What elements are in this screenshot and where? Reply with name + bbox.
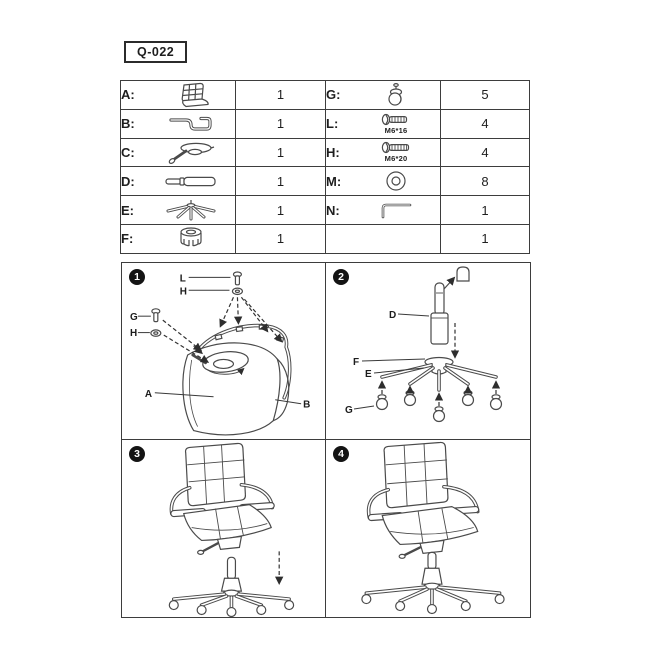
qty-m: 8 [440, 166, 530, 197]
allen-key-icon [352, 200, 440, 220]
armrest-tube-icon [147, 112, 235, 136]
qty-c: 1 [235, 137, 326, 168]
qty-empty: 1 [440, 223, 530, 254]
cylinder-cover-icon [147, 226, 235, 251]
qty-a: 1 [235, 80, 326, 110]
five-star-base-icon [147, 198, 235, 222]
part-cell-n: N: [325, 195, 441, 225]
step1-label-h-top: H [180, 286, 187, 297]
caster-group [361, 594, 505, 615]
model-number: Q-022 [137, 45, 175, 59]
table-row: C: 1 H: [120, 137, 530, 168]
screw-m6x16-icon: M6*16 [352, 113, 440, 135]
qty-l: 4 [440, 108, 530, 139]
part-cell-empty [325, 223, 441, 254]
step2-label-d: D [389, 310, 396, 321]
part-label-n: N: [326, 202, 340, 218]
caster-group [168, 599, 295, 617]
part-cell-a: A: [120, 80, 236, 110]
step-3-diagram [168, 442, 295, 617]
step-1-diagram: L H G H A B [130, 271, 310, 436]
step2-label-f: F [353, 357, 359, 368]
part-cell-f: F: [120, 223, 236, 254]
part-label-g: G: [326, 87, 341, 103]
step1-label-b: B [303, 400, 310, 411]
washer-icon [352, 169, 440, 193]
step-1-badge: 1 [129, 269, 145, 285]
part-cell-m: M: [325, 166, 441, 197]
step1-label-l: L [180, 273, 186, 284]
qty-h: 4 [440, 137, 530, 168]
part-label-b: B: [121, 116, 135, 132]
part-cell-l: L: M6*16 [325, 108, 441, 139]
table-row: A: 1 G: [120, 80, 530, 110]
table-row: B: 1 L: M6*16 [120, 108, 530, 139]
step1-label-h-left: H [130, 328, 137, 339]
screw-size-label: M6*16 [384, 125, 408, 135]
step-1-panel: 1 [122, 263, 326, 440]
table-row: F: 1 1 [120, 223, 530, 254]
caster-icon [352, 82, 440, 107]
step-4-badge: 4 [333, 446, 349, 462]
step-2-badge: 2 [333, 269, 349, 285]
part-label-h: H: [326, 144, 340, 160]
step2-label-e: E [365, 369, 372, 380]
part-label-c: C: [121, 144, 135, 160]
step-3-badge: 3 [129, 446, 145, 462]
assembly-steps-grid: 1 [121, 262, 531, 618]
part-label-d: D: [121, 173, 135, 189]
step-2-panel: 2 D [326, 263, 530, 440]
step-2-diagram: D F E [345, 266, 503, 423]
part-label-e: E: [121, 202, 134, 218]
step2-label-g: G [345, 405, 353, 416]
model-number-box: Q-022 [124, 41, 188, 63]
step-4-panel: 4 [326, 440, 530, 617]
part-label-a: A: [121, 87, 135, 103]
step-3-panel: 3 [122, 440, 326, 617]
part-label-f: F: [121, 231, 134, 247]
table-row: D: 1 M: 8 [120, 166, 530, 197]
step1-label-g: G [130, 312, 138, 323]
screw-size-label: M6*20 [384, 154, 408, 164]
step-4-diagram [361, 441, 505, 615]
part-cell-d: D: [120, 166, 236, 197]
part-cell-h: H: M6*20 [325, 137, 441, 168]
caster-group [375, 390, 503, 423]
qty-g: 5 [440, 80, 530, 110]
qty-f: 1 [235, 223, 326, 254]
qty-d: 1 [235, 166, 326, 197]
screw-m6x20-icon: M6*20 [352, 141, 440, 163]
mechanism-icon [147, 139, 235, 165]
seat-back-icon [147, 82, 235, 108]
part-label-m: M: [326, 173, 342, 189]
part-cell-b: B: [120, 108, 236, 139]
qty-e: 1 [235, 195, 326, 225]
part-cell-c: C: [120, 137, 236, 168]
qty-n: 1 [440, 195, 530, 225]
part-cell-g: G: [325, 80, 441, 110]
gas-lift-icon [147, 175, 235, 188]
parts-table: A: 1 G: [120, 80, 530, 254]
part-label-l: L: [326, 116, 339, 132]
table-row: E: 1 N: [120, 195, 530, 225]
step1-label-a: A [145, 389, 152, 400]
qty-b: 1 [235, 108, 326, 139]
part-cell-e: E: [120, 195, 236, 225]
